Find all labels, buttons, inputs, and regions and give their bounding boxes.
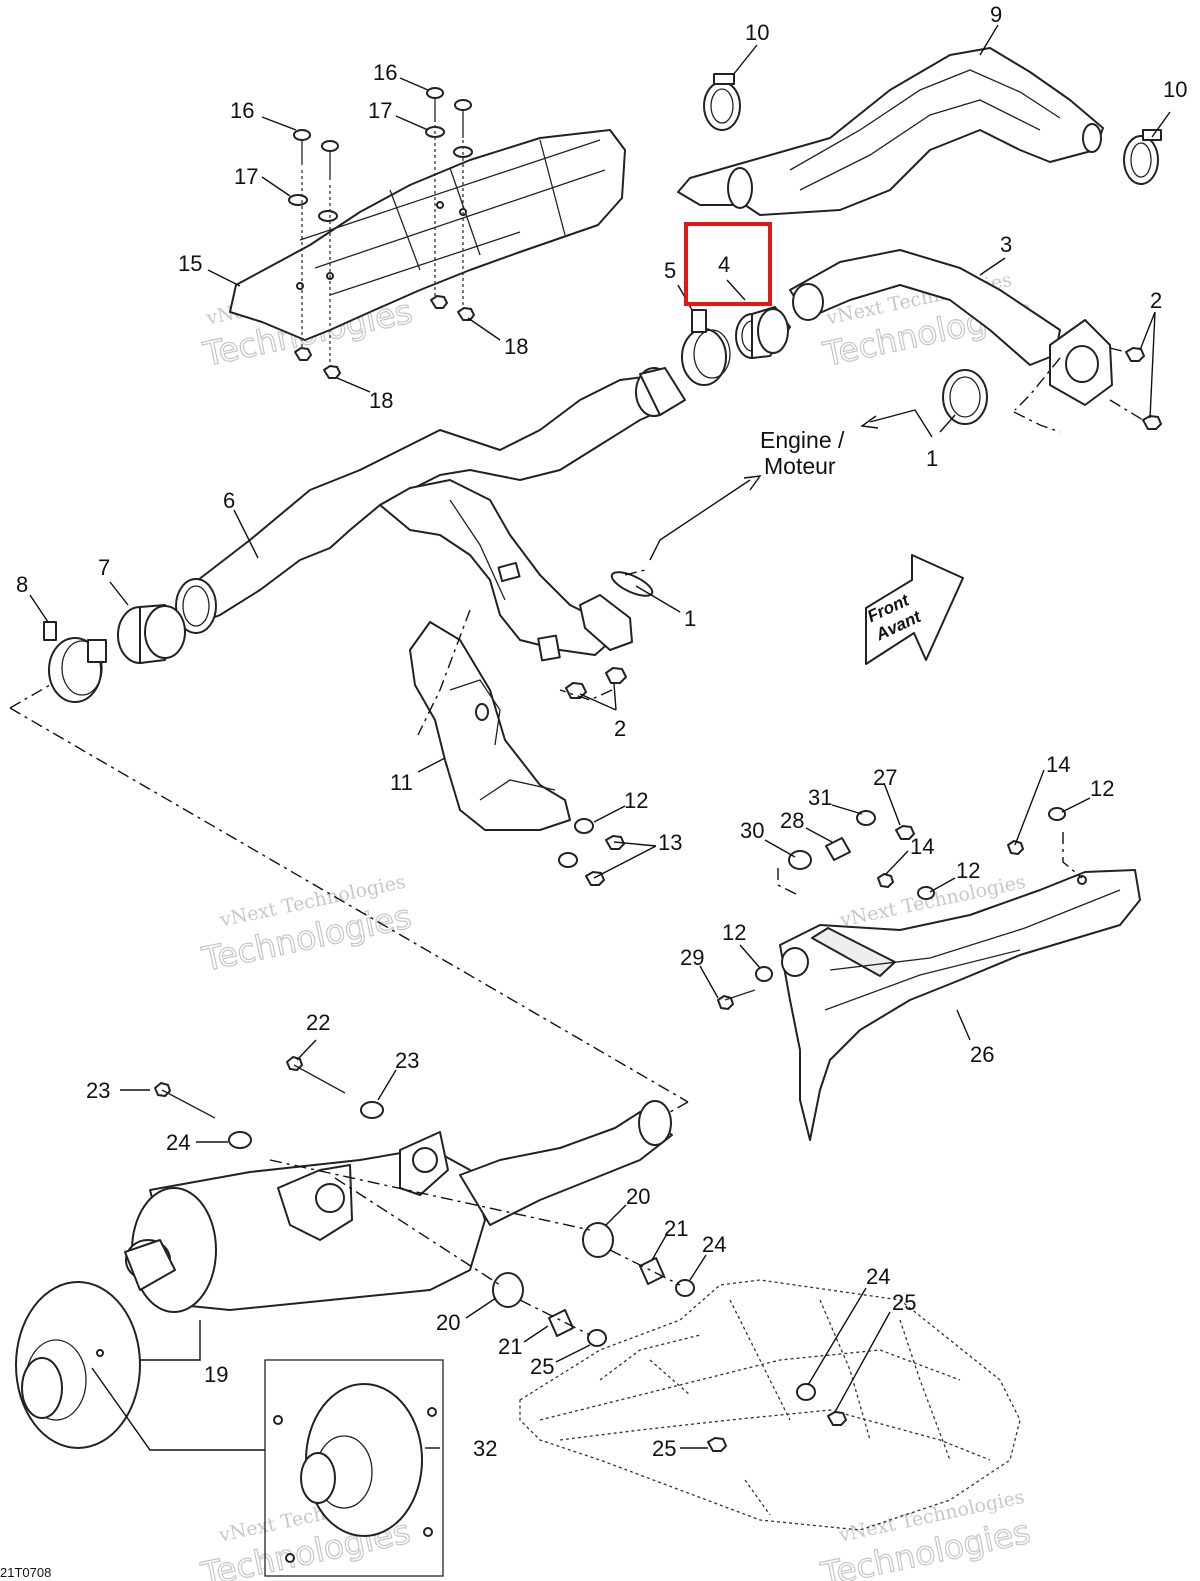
callout-numbers: 16 16 17 17 15 18 18 10 9 10 3 2 5 4 1 6… [16, 2, 1187, 1461]
callout-17: 17 [234, 164, 258, 189]
callout-2: 2 [614, 716, 626, 741]
callout-22: 23 [86, 1078, 110, 1103]
callout-16: 16 [373, 60, 397, 85]
figure-code: 21T0708 [0, 1565, 51, 1580]
callout-25: 25 [892, 1290, 916, 1315]
callout-26: 26 [970, 1042, 994, 1067]
callout-32: 32 [473, 1436, 497, 1461]
callout-8: 8 [16, 572, 28, 597]
nuts-2-lower [565, 667, 627, 699]
callout-21: 21 [498, 1334, 522, 1359]
callout-16: 16 [230, 98, 254, 123]
callout-15: 15 [178, 251, 202, 276]
engine-label-line2: Moteur [764, 453, 836, 479]
callout-9: 9 [990, 2, 1002, 27]
callout-5: 5 [664, 258, 676, 283]
exhaust-clamp-8 [43, 621, 107, 703]
callout-12: 12 [956, 858, 980, 883]
callout-28: 28 [780, 808, 804, 833]
intake-duct [677, 47, 1104, 216]
muffler-end-cap [15, 1281, 141, 1449]
callout-25: 25 [652, 1436, 676, 1461]
callout-12: 12 [1090, 776, 1114, 801]
gasket-1-lower [610, 571, 654, 597]
callout-10: 10 [1163, 77, 1187, 102]
sealing-ring-7 [117, 604, 186, 664]
callout-11: 11 [390, 770, 413, 795]
hardware-27-31 [717, 807, 1066, 1010]
callout-12: 12 [624, 788, 648, 813]
carriage-bolts [288, 87, 475, 379]
washers-nuts-11 [558, 818, 625, 886]
sealing-ring-4 [735, 306, 791, 359]
callout-14: 14 [910, 834, 934, 859]
callout-23: 23 [395, 1048, 419, 1073]
engine-label-line1: Engine / [760, 427, 845, 453]
callout-2: 2 [1150, 288, 1162, 313]
watermarks: vNext Technologies Technologies vNext Te… [197, 269, 1037, 1581]
callout-12: 12 [722, 920, 746, 945]
heat-shield-11 [409, 621, 571, 831]
callout-24: 25 [530, 1354, 554, 1379]
callout-20: 20 [436, 1310, 460, 1335]
muffler-19 [124, 1100, 673, 1313]
gasket-1-upper [942, 369, 988, 425]
frame-outline [519, 1279, 1021, 1531]
heat-shield-upper [229, 129, 626, 341]
callout-30: 30 [740, 818, 764, 843]
exhaust-pipe-6 [175, 367, 686, 662]
callout-13: 13 [658, 830, 682, 855]
callout-18: 18 [504, 334, 528, 359]
callout-22: 22 [306, 1010, 330, 1035]
callout-7: 7 [98, 555, 110, 580]
callout-4: 4 [718, 252, 730, 277]
callout-18: 18 [369, 388, 393, 413]
callout-29: 29 [680, 945, 704, 970]
heat-shield-26 [779, 869, 1141, 1141]
front-direction-arrow: Front Avant [864, 554, 964, 665]
hardware-20-25 [154, 1056, 847, 1452]
callout-19: 19 [204, 1362, 228, 1387]
callout-3: 3 [1000, 232, 1012, 257]
hose-clamp-10b [1123, 129, 1162, 185]
end-cap-kit-32 [264, 1359, 444, 1577]
exhaust-clamp-5 [681, 309, 731, 386]
callout-23: 24 [166, 1130, 190, 1155]
callout-10: 10 [745, 20, 769, 45]
callout-27: 27 [873, 765, 897, 790]
engine-direction-label: Engine / Moteur [760, 427, 845, 479]
leader-lines [9, 24, 1171, 1451]
callout-6: 6 [223, 488, 235, 513]
highlight-box-part-4 [684, 222, 772, 306]
callout-31: 31 [808, 785, 832, 810]
callout-20: 20 [626, 1184, 650, 1209]
callout-1: 1 [926, 446, 938, 471]
callout-24: 24 [866, 1264, 890, 1289]
callout-24: 24 [702, 1232, 726, 1257]
callout-17: 17 [368, 98, 392, 123]
callout-14: 14 [1046, 752, 1070, 777]
callout-1: 1 [684, 606, 696, 631]
callout-21: 21 [664, 1216, 688, 1241]
hose-clamp-10a [703, 73, 741, 131]
exhaust-manifold-pipe [789, 249, 1113, 406]
